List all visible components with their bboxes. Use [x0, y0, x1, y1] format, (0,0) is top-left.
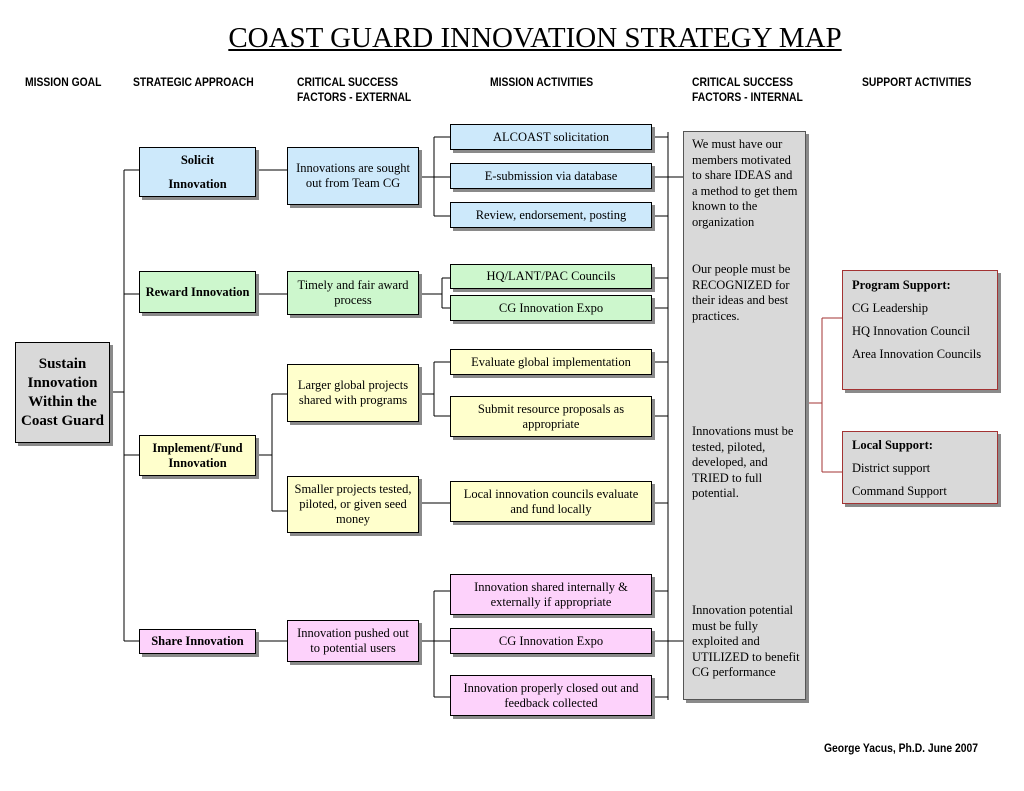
local-support-item: District support — [852, 461, 931, 475]
external-factor-smaller-projects: Smaller projects tested, piloted, or giv… — [287, 476, 419, 533]
activity-expo-reward: CG Innovation Expo — [450, 295, 652, 321]
header-mission-goal: MISSION GOAL — [25, 77, 102, 89]
activity-councils: HQ/LANT/PAC Councils — [450, 264, 652, 289]
strategy-solicit-innovation: Solicit Innovation — [139, 147, 256, 197]
mission-goal-box: Sustain Innovation Within the Coast Guar… — [15, 342, 110, 443]
activity-local-councils: Local innovation councils evaluate and f… — [450, 481, 652, 522]
internal-factor-motivated: We must have our members motivated to sh… — [692, 137, 798, 229]
local-support-title: Local Support: — [852, 438, 933, 452]
program-support-box: Program Support: CG Leadership HQ Innova… — [842, 270, 998, 390]
author-credit: George Yacus, Ph.D. June 2007 — [824, 743, 978, 755]
internal-factor-utilized: Innovation potential must be fully explo… — [692, 603, 800, 679]
local-support-item: Command Support — [852, 484, 947, 498]
local-support-box: Local Support: District support Command … — [842, 431, 998, 504]
program-support-item: CG Leadership — [852, 301, 929, 315]
strategy-reward-innovation: Reward Innovation — [139, 271, 256, 313]
header-strategic-approach: STRATEGIC APPROACH — [133, 77, 254, 89]
program-support-item: HQ Innovation Council — [852, 324, 971, 338]
header-csf-internal-line-2: FACTORS - INTERNAL — [692, 92, 803, 104]
program-support-item: Area Innovation Councils — [852, 347, 982, 361]
activity-submit-proposals: Submit resource proposals as appropriate — [450, 396, 652, 437]
header-csf-external-line-1: CRITICAL SUCCESS — [297, 77, 399, 89]
activity-e-submission: E-submission via database — [450, 163, 652, 189]
header-csf-external-line-2: FACTORS - EXTERNAL — [297, 92, 412, 104]
page-title: COAST GUARD INNOVATION STRATEGY MAP — [228, 22, 842, 54]
internal-factor-tried: Innovations must be tested, piloted, dev… — [692, 424, 794, 500]
strategy-solicit-line-1: Solicit — [180, 152, 215, 167]
activity-expo-share: CG Innovation Expo — [450, 628, 652, 654]
activity-closed-out: Innovation properly closed out and feedb… — [450, 675, 652, 716]
program-support-title: Program Support: — [852, 278, 951, 292]
header-support-activities: SUPPORT ACTIVITIES — [862, 77, 972, 89]
header-csf-internal-line-1: CRITICAL SUCCESS — [692, 77, 794, 89]
header-csf-internal: CRITICAL SUCCESS FACTORS - INTERNAL — [692, 76, 803, 106]
external-factor-share: Innovation pushed out to potential users — [287, 620, 419, 662]
activity-shared-internally: Innovation shared internally & externall… — [450, 574, 652, 615]
internal-factor-recognized: Our people must be RECOGNIZED for their … — [692, 262, 791, 323]
strategy-solicit-line-2: Innovation — [168, 176, 227, 191]
internal-factors-panel: We must have our members motivated to sh… — [683, 131, 806, 700]
activity-evaluate-global: Evaluate global implementation — [450, 349, 652, 375]
strategy-share-innovation: Share Innovation — [139, 629, 256, 654]
external-factor-solicit: Innovations are sought out from Team CG — [287, 147, 419, 205]
activity-review-endorsement: Review, endorsement, posting — [450, 202, 652, 228]
external-factor-larger-projects: Larger global projects shared with progr… — [287, 364, 419, 422]
header-csf-external: CRITICAL SUCCESS FACTORS - EXTERNAL — [297, 76, 411, 106]
external-factor-reward: Timely and fair award process — [287, 271, 419, 315]
strategy-implement-fund-innovation: Implement/Fund Innovation — [139, 435, 256, 476]
activity-alcoast-solicitation: ALCOAST solicitation — [450, 124, 652, 150]
header-mission-activities: MISSION ACTIVITIES — [490, 77, 594, 89]
